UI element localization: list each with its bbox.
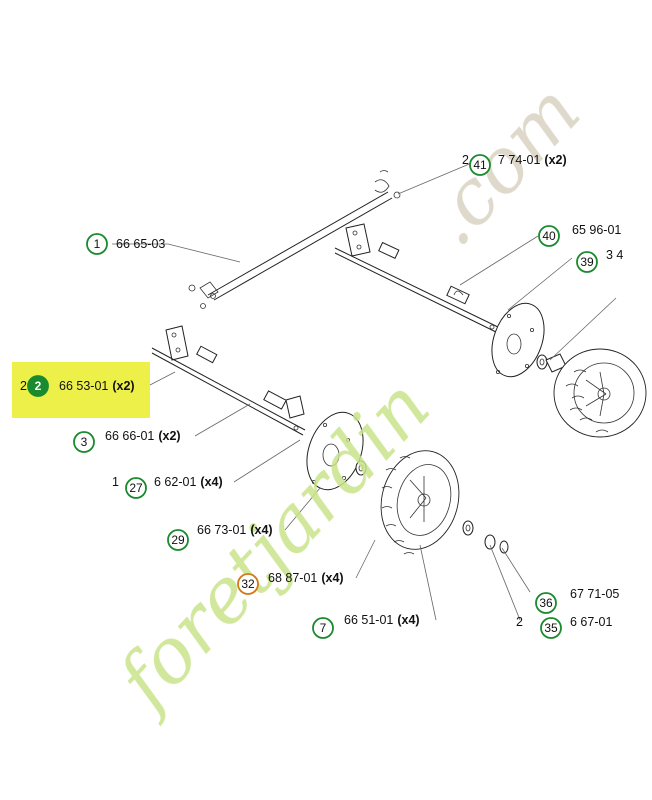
callout-circle-7[interactable]	[312, 617, 334, 639]
prefix-fragment: 2	[516, 615, 523, 629]
lower-wheel	[380, 450, 509, 555]
callout-3[interactable]: 3 66 66-01 (x2)	[73, 429, 181, 453]
callout-number-35: 35	[544, 621, 558, 635]
part-code: 66 73-01	[197, 523, 246, 537]
callout-number-41: 41	[473, 158, 487, 172]
callout-7[interactable]: 7 66 51-01 (x4)	[312, 613, 420, 639]
callout-number-39: 39	[580, 255, 594, 269]
callout-40[interactable]: 40 65 96-01	[538, 223, 621, 247]
callout-circle-35[interactable]	[540, 617, 562, 639]
part-number-27: 6 62-01 (x4)	[154, 475, 223, 489]
part-number-2: 66 53-01 (x2)	[59, 379, 135, 393]
callout-1[interactable]: 1 66 65-03	[86, 233, 165, 255]
parts-drawing	[112, 161, 647, 621]
upper-cross-axle	[334, 223, 503, 336]
part-number-1: 66 65-03	[116, 237, 165, 251]
part-number-36: 67 71-05	[570, 587, 619, 601]
part-quantity: (x2)	[112, 379, 134, 393]
part-number-39: 3 4	[606, 248, 623, 262]
part-code: 7 74-01	[498, 153, 540, 167]
callout-circle-39[interactable]	[576, 251, 598, 273]
callout-36[interactable]: 36 67 71-05	[535, 587, 619, 614]
part-number-32: 68 87-01 (x4)	[268, 571, 344, 585]
part-quantity: (x4)	[397, 613, 419, 627]
callout-circle-32[interactable]	[237, 573, 259, 595]
lower-cross-axle	[151, 325, 306, 436]
prefix-fragment: 2	[462, 153, 469, 167]
callout-27[interactable]: 27 6 62-01 (x4)	[125, 475, 223, 499]
prefix-fragment: 1	[112, 475, 119, 489]
callout-29[interactable]: 29 66 73-01 (x4)	[167, 523, 273, 551]
callout-circle-29[interactable]	[167, 529, 189, 551]
part-quantity: (x4)	[321, 571, 343, 585]
part-code: 66 51-01	[344, 613, 393, 627]
callout-number-2: 2	[35, 379, 42, 393]
callout-number-1: 1	[94, 237, 101, 251]
part-code: 6 62-01	[154, 475, 196, 489]
part-code: 67 71-05	[570, 587, 619, 601]
callout-number-3: 3	[81, 435, 88, 449]
callout-2[interactable]: 2 66 53-01 (x2)	[27, 375, 135, 397]
prefix-fragment: 2	[20, 379, 27, 393]
upper-hub-disc	[491, 302, 567, 378]
part-code: 3 4	[606, 248, 623, 262]
upper-right-wheel	[553, 348, 647, 438]
part-number-41: 7 74-01 (x2)	[498, 153, 567, 167]
callout-32[interactable]: 32 68 87-01 (x4)	[237, 571, 344, 595]
callout-circle-27[interactable]	[125, 477, 147, 499]
part-quantity: (x2)	[544, 153, 566, 167]
callout-number-27: 27	[129, 481, 143, 495]
callout-circle-2[interactable]	[27, 375, 49, 397]
callout-number-32: 32	[241, 577, 255, 591]
callout-circle-1[interactable]	[86, 233, 108, 255]
part-number-35: 6 67-01	[570, 615, 612, 629]
lower-hub-disc	[306, 411, 367, 491]
part-code: 66 53-01	[59, 379, 108, 393]
callout-number-29: 29	[171, 533, 185, 547]
callout-number-7: 7	[320, 621, 327, 635]
part-code: 6 67-01	[570, 615, 612, 629]
part-quantity: (x4)	[250, 523, 272, 537]
part-number-40: 65 96-01	[572, 223, 621, 237]
part-code: 66 65-03	[116, 237, 165, 251]
callout-41[interactable]: 41 7 74-01 (x2)	[469, 153, 567, 176]
part-number-3: 66 66-01 (x2)	[105, 429, 181, 443]
part-number-7: 66 51-01 (x4)	[344, 613, 420, 627]
part-quantity: (x4)	[200, 475, 222, 489]
part-code: 65 96-01	[572, 223, 621, 237]
callout-35[interactable]: 35 6 67-01	[540, 615, 612, 639]
part-quantity: (x2)	[158, 429, 180, 443]
callout-number-40: 40	[542, 229, 556, 243]
callout-circle-41[interactable]	[469, 154, 491, 176]
callout-number-36: 36	[539, 596, 553, 610]
part-code: 68 87-01	[268, 571, 317, 585]
part-code: 66 66-01	[105, 429, 154, 443]
part-number-29: 66 73-01 (x4)	[197, 523, 273, 537]
rear-axle-rod	[188, 170, 401, 309]
callout-circle-40[interactable]	[538, 225, 560, 247]
callout-circle-3[interactable]	[73, 431, 95, 453]
callout-39[interactable]: 39 3 4	[576, 248, 623, 273]
leader-lines	[112, 161, 617, 621]
callout-circle-36[interactable]	[535, 592, 557, 614]
